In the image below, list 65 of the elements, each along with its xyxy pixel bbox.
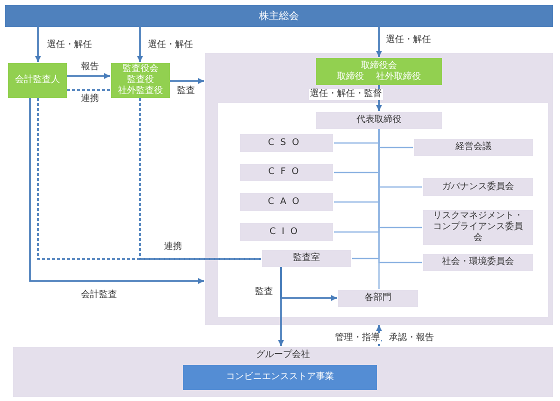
- node-label: 社会・環境委員会: [442, 257, 514, 268]
- process-box: [240, 164, 333, 181]
- edge-label: 監査: [254, 287, 274, 298]
- arrow: [278, 267, 284, 346]
- board-box: [316, 58, 442, 85]
- edge-label: 選任・解任: [147, 40, 194, 51]
- node-label: ガバナンス委員会: [442, 182, 514, 192]
- connector-line: [67, 89, 110, 91]
- arrow: [170, 78, 204, 84]
- node-label: 取締役会: [361, 60, 397, 72]
- edge-label: 会計監査: [80, 290, 118, 301]
- process-box: [338, 290, 418, 307]
- board-box: [111, 63, 170, 98]
- edge-label: 選任・解任・監督: [309, 89, 383, 100]
- connector-line: [139, 98, 261, 260]
- node-label: 会計監査人: [15, 75, 60, 86]
- node-label: 監査室: [293, 253, 320, 264]
- process-box: [240, 134, 333, 152]
- node-label: 監査役会: [122, 64, 158, 74]
- edge-label: 報告: [80, 62, 100, 73]
- node-label: CFO: [268, 167, 305, 178]
- edge-label: 監査: [176, 86, 196, 97]
- header-bar: [5, 5, 553, 27]
- arrow: [137, 27, 143, 62]
- process-box: [262, 250, 351, 267]
- node-label: 各部門: [364, 293, 392, 304]
- node-label: 社外取締役: [376, 72, 421, 82]
- node-label: 社外監査役: [118, 86, 163, 97]
- node-label: リスクマネジメント・コンプライアンス委員会: [432, 211, 524, 244]
- node-label: 代表取締役: [356, 115, 402, 126]
- edge-label: 選任・解任: [385, 35, 432, 46]
- arrow: [376, 27, 382, 57]
- node-label: 経営会議: [456, 142, 492, 153]
- edge-label: 連携: [80, 94, 100, 105]
- committee-box: [414, 139, 533, 156]
- process-box: [240, 193, 333, 211]
- node-label: 株主総会: [259, 10, 299, 22]
- committee-box: [423, 210, 533, 245]
- inner-panel: [218, 103, 548, 317]
- edge-label: 連携: [163, 242, 183, 253]
- node-label: CAO: [268, 196, 306, 208]
- node-label: 監査役: [127, 75, 154, 86]
- arrow: [376, 325, 382, 346]
- edge-label: 管理・指導: [334, 333, 381, 344]
- business-box: [183, 365, 377, 390]
- node-label: CSO: [268, 138, 306, 148]
- committee-box: [423, 254, 533, 271]
- arrow: [67, 73, 110, 79]
- arrow: [376, 85, 382, 111]
- node-label: 取締役: [337, 72, 364, 82]
- company-panel: [205, 53, 553, 325]
- connector-line: [37, 98, 261, 260]
- edge-label: 選任・解任: [46, 40, 93, 51]
- process-box: [316, 112, 442, 129]
- arrow: [35, 27, 41, 62]
- node-label: コンビニエンスストア事業: [226, 372, 334, 383]
- node-label: グループ会社: [256, 350, 310, 361]
- note-label: 承認・報告: [388, 333, 435, 344]
- auditor-box: [8, 63, 67, 98]
- group-panel: [13, 347, 553, 397]
- arrow: [29, 98, 204, 284]
- node-label: CIO: [269, 226, 304, 238]
- committee-box: [423, 178, 533, 196]
- process-box: [240, 223, 333, 241]
- connector-line: [378, 129, 422, 264]
